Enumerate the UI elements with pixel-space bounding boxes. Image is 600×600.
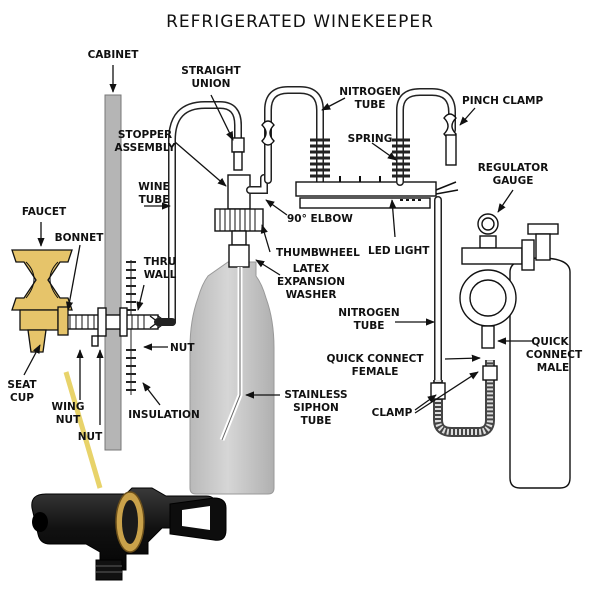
- label-stainless-3: TUBE: [301, 415, 332, 427]
- straight-union: [231, 137, 245, 153]
- label-quick-connect-male-1: QUICK: [531, 336, 569, 348]
- label-nitrogen-tube-top-1: NITROGEN: [339, 86, 400, 98]
- label-wine-tube-2: TUBE: [139, 194, 170, 206]
- label-led-light: LED LIGHT: [368, 245, 430, 257]
- label-regulator-gauge-2: GAUGE: [493, 175, 534, 187]
- nitrogen-tube-right: [392, 88, 457, 186]
- pinch-clamp-left: [261, 120, 275, 146]
- label-quick-connect-female-1: QUICK CONNECT: [326, 353, 424, 365]
- stopper-assembly: [214, 174, 264, 268]
- label-nitrogen-tube-mid-1: NITROGEN: [338, 307, 399, 319]
- label-cabinet: CABINET: [88, 49, 140, 61]
- label-nut-right: NUT: [170, 342, 195, 354]
- label-nut-bottom: NUT: [78, 431, 103, 443]
- cabinet-wall: [104, 65, 122, 451]
- photo-pointer: [63, 371, 103, 489]
- insulation: [126, 260, 136, 395]
- label-seat-cup-1: SEAT: [7, 379, 37, 391]
- label-thru-wall-1: THRU: [144, 256, 177, 268]
- label-thru-wall-2: WALL: [144, 269, 177, 281]
- label-nitrogen-tube-top-2: TUBE: [355, 99, 386, 111]
- label-nitrogen-tube-mid-2: TUBE: [354, 320, 385, 332]
- label-wine-tube-1: WINE: [138, 181, 169, 193]
- regulator: [459, 213, 535, 349]
- label-bonnet: BONNET: [55, 232, 105, 244]
- label-stopper-assembly-1: STOPPER: [118, 129, 172, 141]
- label-spring: SPRING: [348, 133, 393, 145]
- label-faucet: FAUCET: [22, 206, 67, 218]
- label-seat-cup-2: CUP: [10, 392, 34, 404]
- label-quick-connect-male-2: CONNECT: [526, 349, 583, 361]
- label-90-elbow: 90° ELBOW: [287, 213, 353, 225]
- label-straight-union-2: UNION: [192, 78, 231, 90]
- label-wing-nut-2: NUT: [56, 414, 81, 426]
- label-latex-1: LATEX: [293, 263, 329, 275]
- nitrogen-cylinder: [509, 223, 571, 489]
- label-stainless-1: STAINLESS: [284, 389, 347, 401]
- wine-bottle: [189, 261, 275, 495]
- label-stainless-2: SIPHON: [293, 402, 339, 414]
- label-pinch-clamp: PINCH CLAMP: [462, 95, 544, 107]
- leader-lines: [23, 94, 532, 425]
- label-latex-3: WASHER: [286, 289, 337, 301]
- nitrogen-tube-loop: [264, 86, 330, 186]
- straight-union-stem: [233, 151, 243, 171]
- faucet: [11, 249, 73, 353]
- faucet-photo: [31, 487, 227, 581]
- label-insulation: INSULATION: [128, 409, 200, 421]
- label-straight-union-1: STRAIGHT: [181, 65, 241, 77]
- label-thumbwheel: THUMBWHEEL: [276, 247, 360, 259]
- diagram-title: REFRIGERATED WINEKEEPER: [166, 12, 434, 32]
- label-latex-2: EXPANSION: [277, 276, 345, 288]
- label-regulator-gauge-1: REGULATOR: [478, 162, 549, 174]
- label-stopper-assembly-2: ASSEMBLY: [114, 142, 175, 154]
- label-quick-connect-female-2: FEMALE: [352, 366, 399, 378]
- wine-tube: [154, 101, 242, 326]
- label-quick-connect-male-3: MALE: [537, 362, 569, 374]
- label-wing-nut-1: WING: [52, 401, 85, 413]
- u-tube: [430, 360, 498, 437]
- label-clamp: CLAMP: [372, 407, 413, 419]
